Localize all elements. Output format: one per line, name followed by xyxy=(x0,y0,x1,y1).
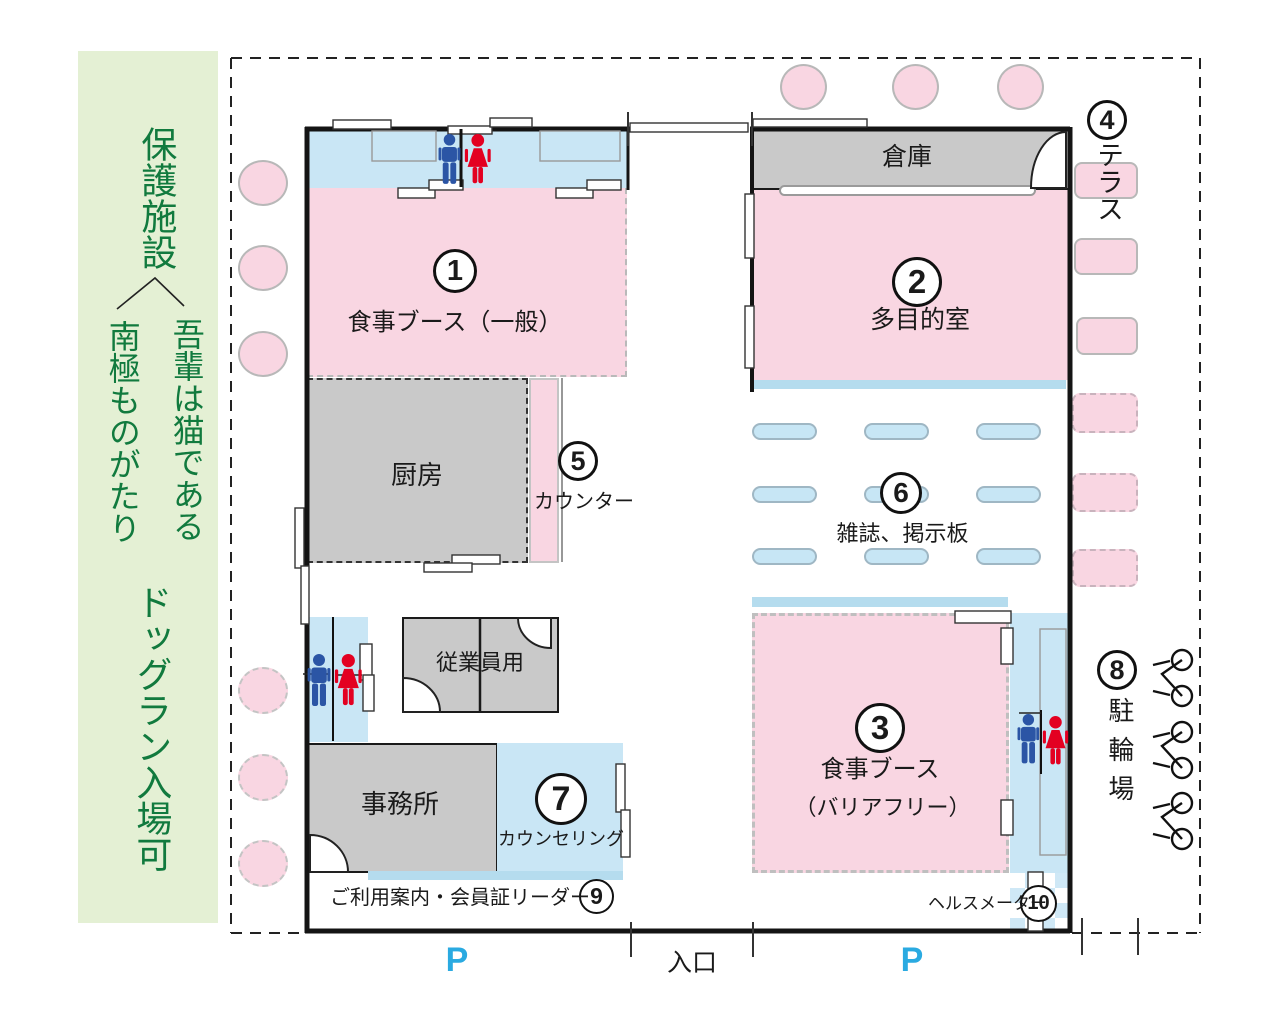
counter-number-badge: 5 xyxy=(558,441,598,481)
bicycle-icon xyxy=(1151,648,1194,708)
magazines-number-badge: 6 xyxy=(880,472,922,514)
terrace-table-dashed xyxy=(1072,549,1138,587)
entrance-label: 入口 xyxy=(666,949,717,977)
room-3-label-line1: 食事ブース xyxy=(820,756,940,783)
badge-text: 9 xyxy=(590,883,603,909)
restroom-right xyxy=(1010,613,1070,873)
room-2-number-badge: 2 xyxy=(892,257,942,307)
magazine-rack xyxy=(864,423,929,440)
room-2-label: 多目的室 xyxy=(869,306,970,334)
round-table-dashed xyxy=(238,840,288,887)
magazine-rack xyxy=(752,423,817,440)
bicycle-icon xyxy=(1151,720,1194,780)
banner-book-title-right: 吾輩は猫である xyxy=(168,318,205,542)
magazine-rack xyxy=(864,548,929,565)
side-banner xyxy=(78,51,218,923)
bicycle-parking-label: 駐輪場 xyxy=(1104,697,1135,814)
round-table xyxy=(780,64,827,110)
staff-room-label: 従業員用 xyxy=(435,650,524,675)
magazine-rack xyxy=(752,548,817,565)
terrace-number-badge: 4 xyxy=(1087,100,1127,140)
bicycle-parking-number-badge: 8 xyxy=(1097,650,1137,690)
round-table xyxy=(997,64,1044,110)
magazine-rack xyxy=(976,423,1041,440)
round-table xyxy=(238,245,288,291)
magazine-rack xyxy=(976,486,1041,503)
terrace-table xyxy=(1076,317,1138,355)
counseling-label: カウンセリング xyxy=(498,829,624,849)
bicycle-icon xyxy=(1151,791,1194,851)
round-table xyxy=(238,160,288,206)
round-table xyxy=(892,64,939,110)
terrace-table-dashed xyxy=(1072,473,1138,512)
badge-text: 6 xyxy=(893,477,909,508)
terrace-table xyxy=(1074,238,1138,275)
room-1-label: 食事ブース（一般） xyxy=(347,309,563,336)
office-label: 事務所 xyxy=(360,789,439,819)
counter-strip-office xyxy=(368,871,623,880)
restroom-top xyxy=(307,129,629,188)
kitchen-label: 厨房 xyxy=(390,460,443,490)
restroom-bottom-left xyxy=(307,617,368,742)
badge-text: 2 xyxy=(907,263,927,300)
banner-book-title-left: 南極ものがたり xyxy=(104,320,141,544)
room-3-label-line2: （バリアフリー） xyxy=(794,795,971,820)
health-meter-label: ヘルスメーター xyxy=(928,894,1047,913)
parking-left-label: P xyxy=(445,941,469,979)
storage-label: 倉庫 xyxy=(881,143,932,171)
room-5-counter xyxy=(529,378,559,563)
round-table-dashed xyxy=(238,667,288,714)
badge-text: 5 xyxy=(570,445,586,476)
counseling-number-badge: 7 xyxy=(535,773,587,825)
whiteboard-bar xyxy=(779,185,1036,196)
counter-label: カウンター xyxy=(534,491,634,513)
magazine-rack xyxy=(976,548,1041,565)
badge-text: 4 xyxy=(1099,104,1115,135)
round-table-dashed xyxy=(238,754,288,801)
bench-strip-room2 xyxy=(752,380,1066,389)
magazines-label: 雑誌、掲示板 xyxy=(836,521,969,546)
magazine-rack xyxy=(752,486,817,503)
terrace-label: テラス xyxy=(1093,141,1124,222)
badge-text: 3 xyxy=(870,709,890,746)
badge-text: 8 xyxy=(1109,654,1125,685)
banner-dog-run-note: ドッグラン入場可 xyxy=(131,584,173,872)
badge-text: 1 xyxy=(446,254,464,287)
room-3-number-badge: 3 xyxy=(855,703,905,753)
terrace-table-dashed xyxy=(1072,393,1138,433)
badge-text: 7 xyxy=(551,779,571,818)
info-reader-label: ご利用案内・会員証リーダー xyxy=(330,887,590,909)
parking-right-label: P xyxy=(900,941,924,979)
room-1-number-badge: 1 xyxy=(433,249,477,293)
round-table xyxy=(238,331,288,377)
bench-strip-room6 xyxy=(752,597,1008,607)
banner-facility-label: 保護施設 xyxy=(136,126,178,270)
